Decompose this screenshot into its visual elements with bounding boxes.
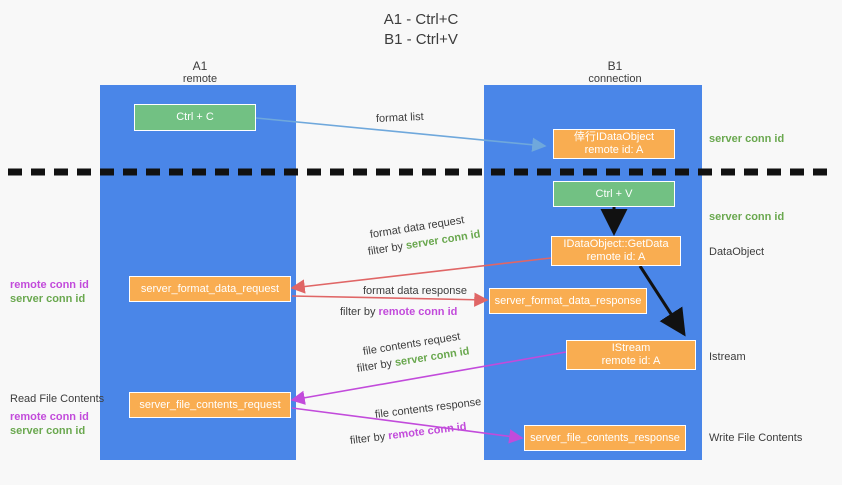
box-getdata-line1: IDataObject::GetData <box>563 238 669 250</box>
annotation-conn-ids-file: remote conn id server conn id <box>10 410 89 438</box>
box-ctrl-v[interactable]: Ctrl + V <box>553 181 675 207</box>
left-server-conn-id-2: server conn id <box>10 425 86 437</box>
lane-b1-sub: connection <box>588 73 642 85</box>
box-getdata-line2: remote id: A <box>586 251 646 263</box>
annotation-read-file-contents: Read File Contents <box>10 393 105 405</box>
remote-conn-id-text-1: remote conn id <box>378 306 458 318</box>
filter-by-text-4: filter by <box>349 430 389 447</box>
annotation-istream: Istream <box>709 351 746 363</box>
box-server-format-data-response[interactable]: server_format_data_response <box>489 288 647 314</box>
box-idataobject[interactable]: 倖行IDataObject remote id: A <box>553 129 675 159</box>
annotation-conn-ids-format: remote conn id server conn id <box>10 278 89 306</box>
box-istream-line2: remote id: A <box>601 355 661 367</box>
box-istream[interactable]: IStream remote id: A <box>566 340 696 370</box>
page-title: A1 - Ctrl+C B1 - Ctrl+V <box>383 11 459 48</box>
label-format-data-response: format data response <box>363 285 467 297</box>
box-ctrl-c-line1: Ctrl + C <box>176 111 214 123</box>
lane-a1-sub: remote <box>182 73 218 85</box>
box-server-file-contents-request-line1: server_file_contents_request <box>139 398 281 411</box>
left-remote-conn-id-1: remote conn id <box>10 279 89 291</box>
box-ctrl-v-line1: Ctrl + V <box>595 187 633 200</box>
box-server-format-data-response-line1: server_format_data_response <box>494 294 642 307</box>
box-server-format-data-request-line1: server_format_data_request <box>140 282 280 295</box>
lane-a1-name: A1 <box>192 59 208 73</box>
box-istream-line1: IStream <box>611 342 651 354</box>
label-filter-file-contents-response: filter by remote conn id <box>349 420 467 448</box>
box-getdata[interactable]: IDataObject::GetData remote id: A <box>551 236 681 266</box>
annotation-server-conn-id-second: server conn id <box>709 211 785 223</box>
annotation-server-conn-id-top: server conn id <box>709 133 785 145</box>
left-remote-conn-id-2: remote conn id <box>10 411 89 423</box>
left-server-conn-id-1: server conn id <box>10 293 86 305</box>
filter-by-text-3: filter by <box>356 357 396 375</box>
label-filter-format-data-response: filter by remote conn id <box>340 305 457 319</box>
annotation-dataobject: DataObject <box>709 246 765 258</box>
box-server-file-contents-response[interactable]: server_file_contents_response <box>524 425 686 451</box>
label-file-contents-response: file contents response <box>374 396 482 421</box>
filter-by-text-2: filter by <box>340 306 379 318</box>
lane-b1-name: B1 <box>607 59 623 73</box>
filter-by-text-1: filter by <box>367 240 407 258</box>
box-server-file-contents-request[interactable]: server_file_contents_request <box>129 392 291 418</box>
lane-header-b1: B1 connection <box>545 60 685 86</box>
box-server-format-data-request[interactable]: server_format_data_request <box>129 276 291 302</box>
box-server-file-contents-response-line1: server_file_contents_response <box>530 431 680 444</box>
box-idataobject-line1: 倖行IDataObject <box>573 131 655 143</box>
box-idataobject-line2: remote id: A <box>584 144 644 156</box>
box-ctrl-c[interactable]: Ctrl + C <box>134 104 256 131</box>
lane-header-a1: A1 remote <box>140 60 260 86</box>
annotation-write-file-contents: Write File Contents <box>709 432 803 444</box>
remote-conn-id-text-2: remote conn id <box>387 420 468 443</box>
label-format-list: format list <box>375 110 424 125</box>
